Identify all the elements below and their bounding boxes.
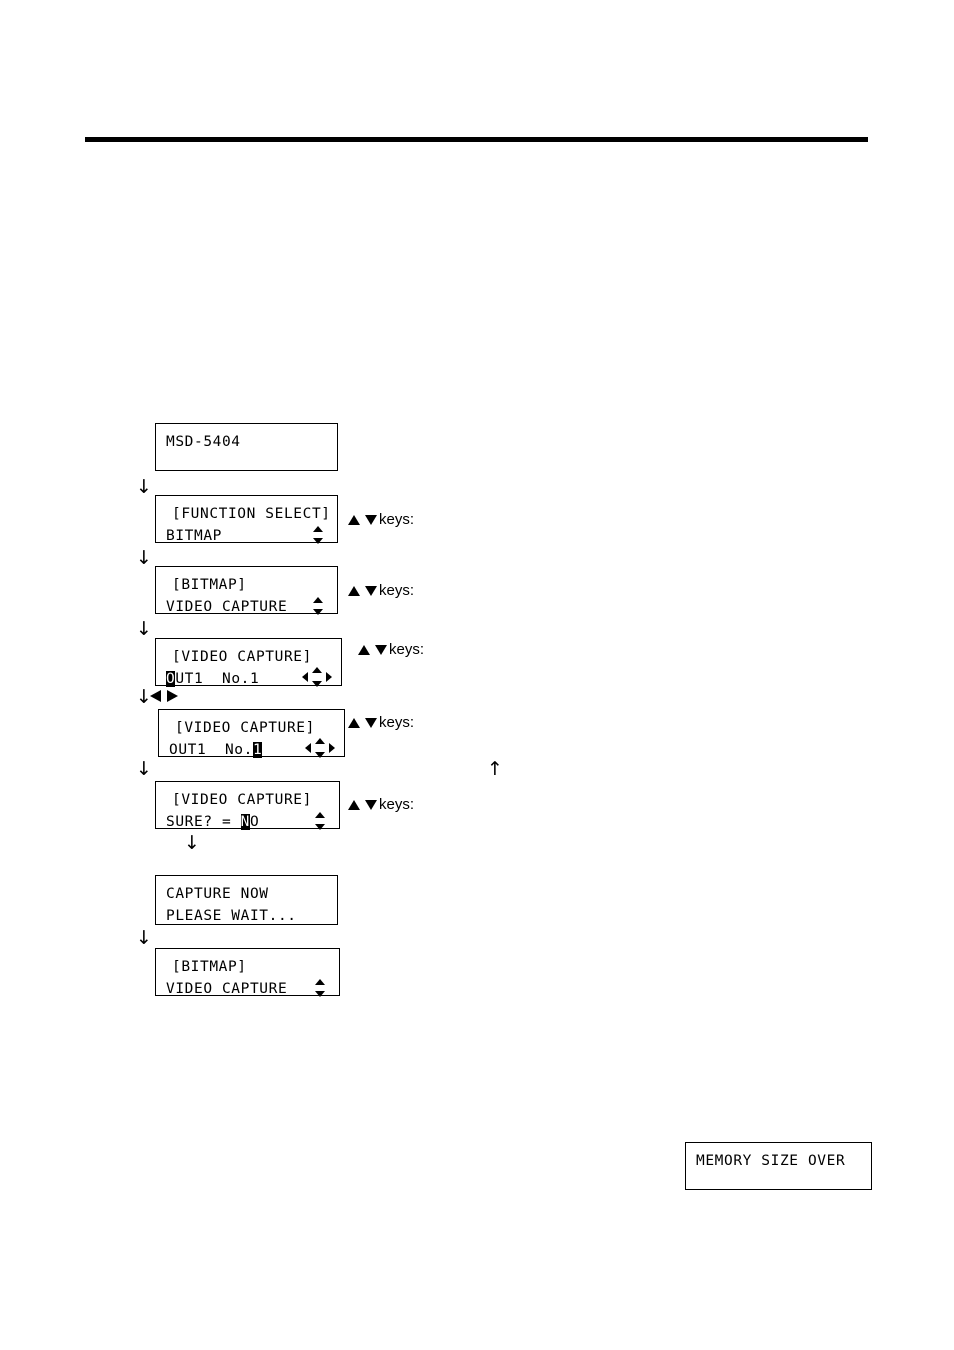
lcd-line-2: BITMAP	[166, 528, 222, 544]
lcd-line-2: VIDEO CAPTURE	[166, 981, 288, 997]
triangle-up-icon	[348, 717, 360, 728]
flow-arrow-down-1: ↓	[136, 476, 152, 498]
lcd-line-1: [VIDEO CAPTURE]	[175, 720, 315, 736]
flow-arrow-down-5: ↓	[136, 758, 152, 780]
lcd-line-2-prefix: OUT1 No.	[169, 742, 253, 758]
lcd-line-1: MSD-5404	[166, 434, 241, 450]
lcd-line-1: [VIDEO CAPTURE]	[172, 792, 312, 808]
top-horizontal-rule	[85, 137, 868, 142]
keys-hint-bitmap-menu: keys:	[348, 583, 414, 598]
keys-hint-label: keys:	[389, 641, 425, 658]
lcd-line-1: [BITMAP]	[172, 577, 247, 593]
lcd-cursor-block: N	[240, 814, 250, 830]
lcd-cursor-block: O	[166, 671, 176, 687]
lcd-screen-function-select: [FUNCTION SELECT] BITMAP	[155, 495, 338, 544]
triangle-up-icon	[348, 514, 360, 525]
keys-hint-function-select: keys:	[348, 512, 414, 527]
triangle-down-icon	[365, 799, 377, 810]
triangle-down-icon	[375, 644, 387, 655]
triangle-up-icon	[358, 644, 370, 655]
lcd-screen-bitmap-menu-return: [BITMAP] VIDEO CAPTURE	[155, 948, 340, 997]
triangle-up-icon	[348, 585, 360, 596]
up-down-arrow-icon	[311, 597, 324, 615]
up-down-arrow-icon	[313, 979, 326, 997]
lcd-line-2: OUT1 No.1	[169, 742, 263, 758]
triangle-down-icon	[365, 585, 377, 596]
lcd-screen-confirm: [VIDEO CAPTURE] SURE? = NO	[155, 781, 340, 830]
four-way-arrow-icon	[305, 738, 335, 758]
lcd-cursor-block: 1	[252, 742, 263, 758]
keys-hint-label: keys:	[379, 511, 415, 528]
lcd-line-1: [BITMAP]	[172, 959, 247, 975]
flow-arrow-down-3: ↓	[136, 618, 152, 640]
keys-hint-video-capture-out: keys:	[358, 642, 424, 657]
left-right-arrow-icon	[150, 690, 178, 703]
lcd-screen-memory-size-over: MEMORY SIZE OVER	[685, 1142, 872, 1190]
triangle-down-icon	[365, 717, 377, 728]
lcd-line-2: OUT1 No.1	[166, 671, 260, 687]
keys-hint-confirm: keys:	[348, 797, 414, 812]
lcd-screen-splash: MSD-5404	[155, 423, 338, 471]
keys-hint-video-capture-number: keys:	[348, 715, 414, 730]
flow-arrow-up-return: ↑	[487, 758, 503, 780]
lcd-line-1: [VIDEO CAPTURE]	[172, 649, 312, 665]
lcd-line-1: MEMORY SIZE OVER	[696, 1153, 846, 1169]
lcd-line-2: SURE? = NO	[166, 814, 260, 830]
keys-hint-label: keys:	[379, 714, 415, 731]
lcd-line-2: VIDEO CAPTURE	[166, 599, 288, 615]
keys-hint-label: keys:	[379, 582, 415, 599]
keys-hint-label: keys:	[379, 796, 415, 813]
lcd-line-1: CAPTURE NOW	[166, 886, 269, 902]
lcd-screen-capture-progress: CAPTURE NOW PLEASE WAIT...	[155, 875, 338, 925]
four-way-arrow-icon	[302, 667, 332, 687]
flow-arrow-down-4: ↓	[136, 686, 152, 708]
triangle-down-icon	[365, 514, 377, 525]
flow-arrow-down-2: ↓	[136, 547, 152, 569]
lcd-screen-bitmap-menu: [BITMAP] VIDEO CAPTURE	[155, 566, 338, 615]
flow-arrow-down-7: ↓	[136, 927, 152, 949]
lcd-screen-video-capture-number: [VIDEO CAPTURE] OUT1 No.1	[158, 709, 345, 758]
lcd-line-2-prefix: SURE? =	[166, 814, 241, 830]
triangle-up-icon	[348, 799, 360, 810]
flow-arrow-down-6: ↓	[184, 832, 200, 854]
up-down-arrow-icon	[311, 526, 324, 544]
lcd-screen-video-capture-out: [VIDEO CAPTURE] OUT1 No.1	[155, 638, 342, 687]
lcd-line-2: PLEASE WAIT...	[166, 908, 297, 924]
lcd-line-2-suffix: UT1 No.1	[175, 671, 260, 687]
lcd-line-1: [FUNCTION SELECT]	[172, 506, 331, 522]
lcd-line-2-suffix: O	[249, 814, 260, 830]
up-down-arrow-icon	[313, 812, 326, 830]
